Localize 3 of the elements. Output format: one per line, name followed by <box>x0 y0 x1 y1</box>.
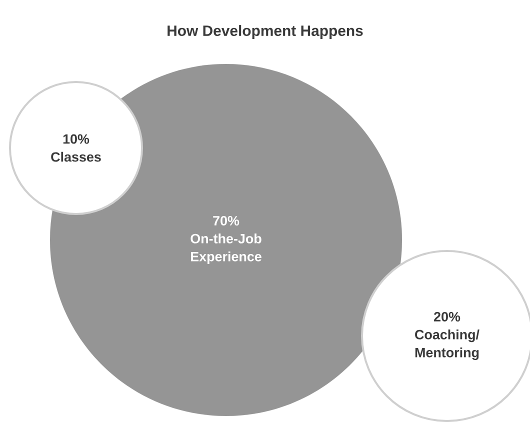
node-label: 20% <box>434 312 460 322</box>
node-label: Coaching/ Mentoring <box>415 330 480 360</box>
title: How Development Happens <box>168 25 363 39</box>
